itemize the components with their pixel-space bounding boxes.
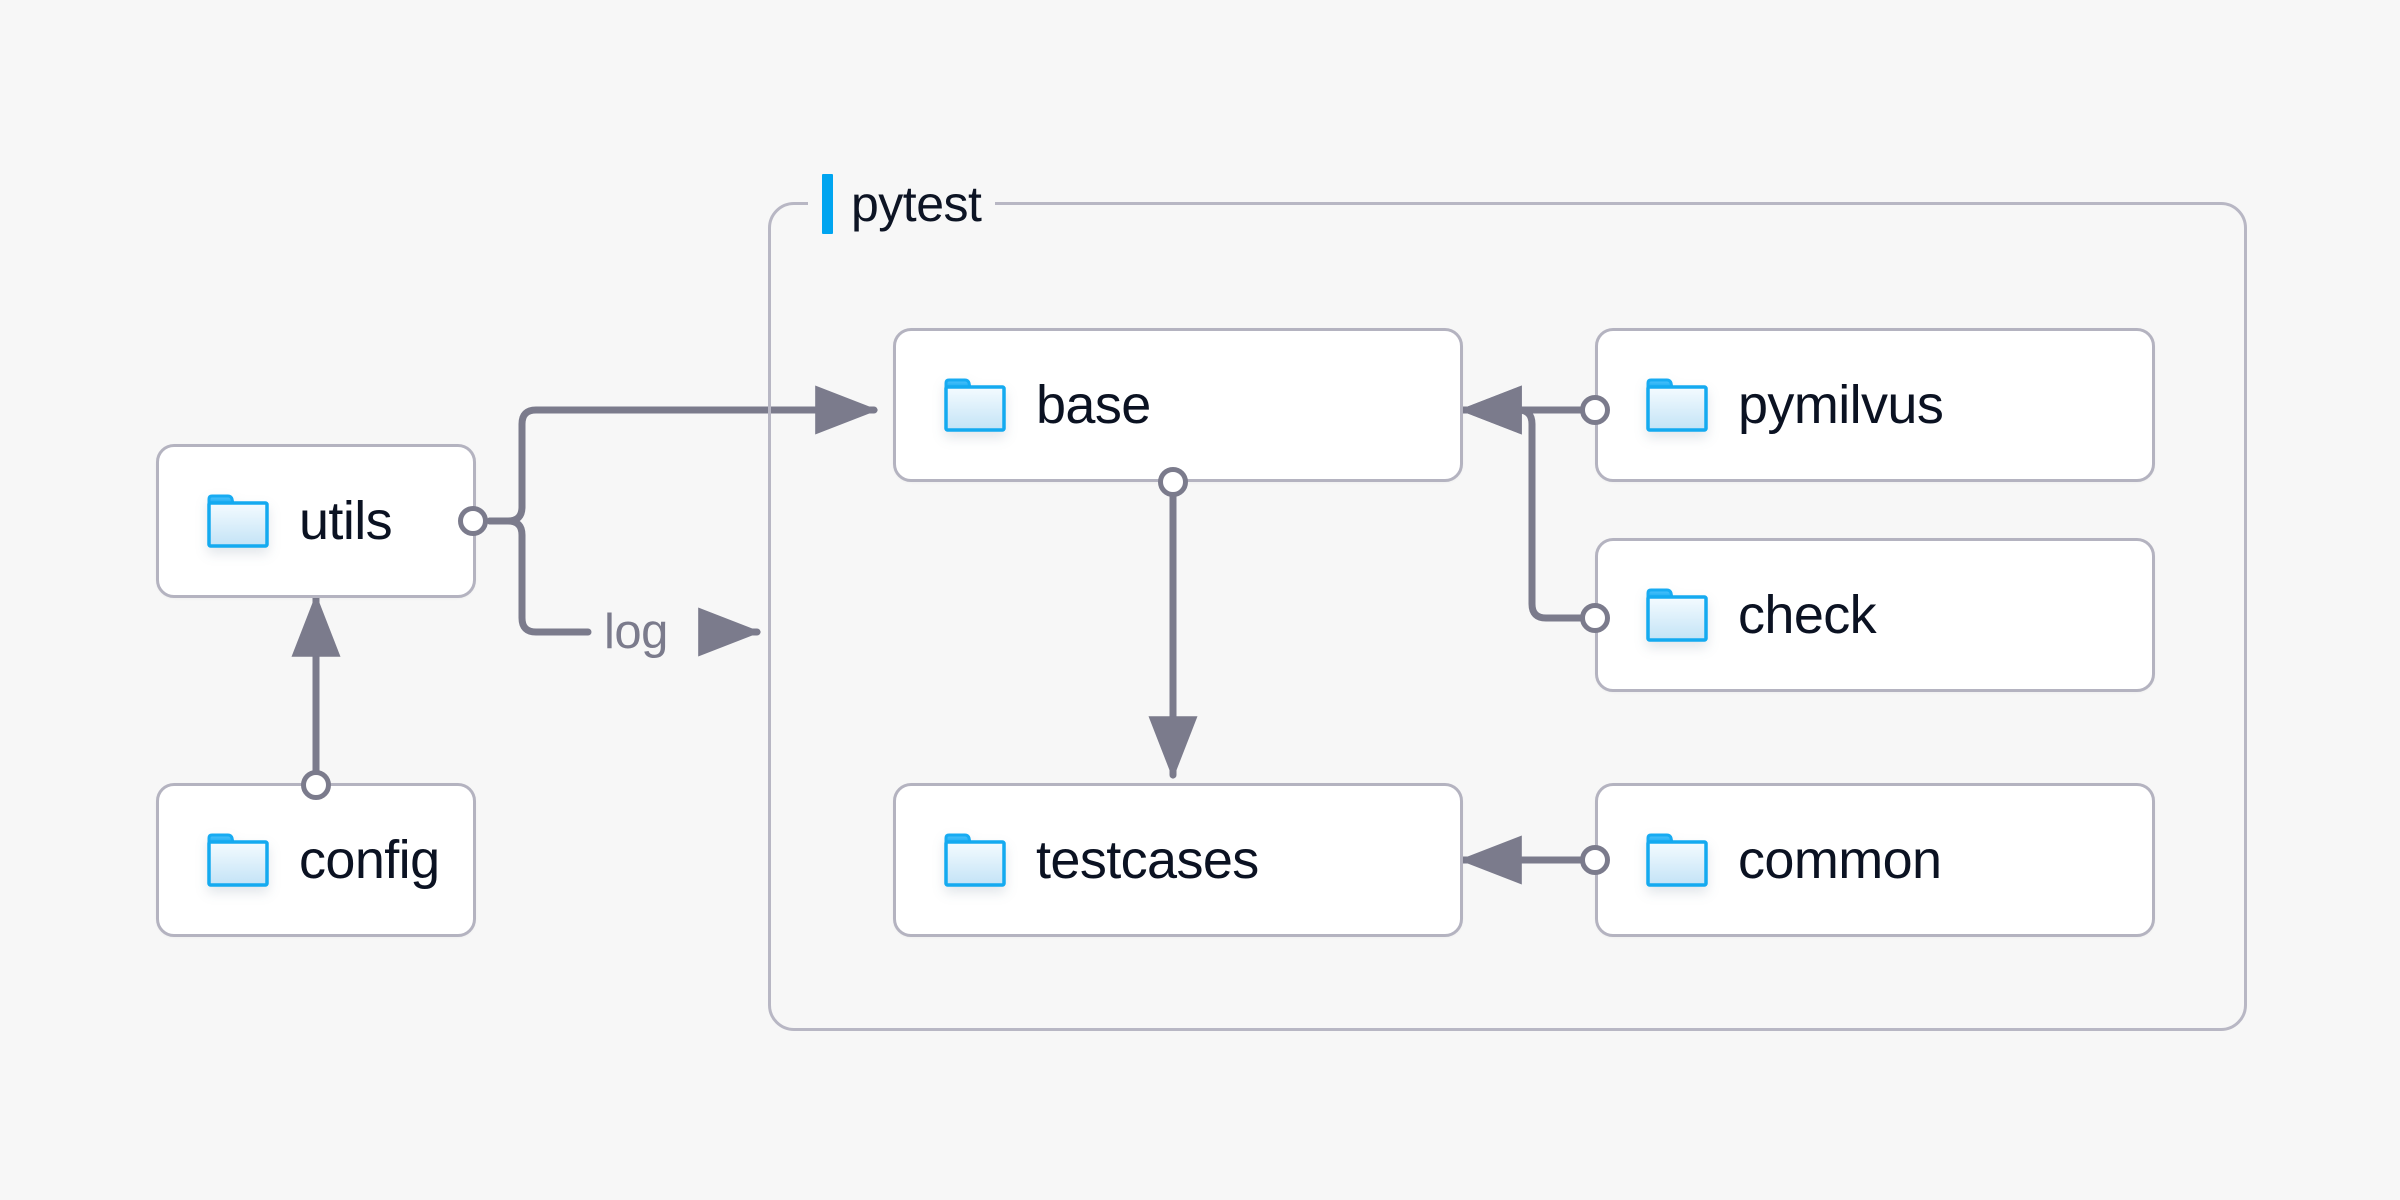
node-label: testcases bbox=[1036, 830, 1259, 890]
node-utils[interactable]: utils bbox=[156, 444, 476, 598]
node-pymilvus[interactable]: pymilvus bbox=[1595, 328, 2155, 482]
port-config-top[interactable] bbox=[301, 770, 331, 800]
group-container-pytest bbox=[768, 202, 2247, 1031]
group-label-pytest: pytest bbox=[808, 172, 996, 236]
node-label: pymilvus bbox=[1738, 375, 1944, 435]
node-label: base bbox=[1036, 375, 1151, 435]
port-common-left[interactable] bbox=[1580, 845, 1610, 875]
edge-label-log-text: log bbox=[604, 605, 668, 659]
node-common[interactable]: common bbox=[1595, 783, 2155, 937]
folder-icon bbox=[1646, 833, 1708, 887]
node-base[interactable]: base bbox=[893, 328, 1463, 482]
port-utils-right[interactable] bbox=[458, 506, 488, 536]
node-label: check bbox=[1738, 585, 1877, 645]
folder-icon bbox=[207, 494, 269, 548]
folder-icon bbox=[944, 833, 1006, 887]
node-label: config bbox=[299, 830, 440, 890]
edge-utils-to-pytest-log bbox=[486, 517, 592, 636]
group-title: pytest bbox=[851, 176, 982, 232]
port-check-left[interactable] bbox=[1580, 603, 1610, 633]
node-label: utils bbox=[299, 491, 393, 551]
node-testcases[interactable]: testcases bbox=[893, 783, 1463, 937]
node-config[interactable]: config bbox=[156, 783, 476, 937]
folder-icon bbox=[944, 378, 1006, 432]
accent-bar-icon bbox=[822, 174, 833, 234]
folder-icon bbox=[1646, 588, 1708, 642]
node-label: common bbox=[1738, 830, 1942, 890]
edge-label-log: log bbox=[604, 608, 668, 657]
port-pymilvus-left[interactable] bbox=[1580, 395, 1610, 425]
node-check[interactable]: check bbox=[1595, 538, 2155, 692]
folder-icon bbox=[207, 833, 269, 887]
port-base-bottom[interactable] bbox=[1158, 467, 1188, 497]
folder-icon bbox=[1646, 378, 1708, 432]
